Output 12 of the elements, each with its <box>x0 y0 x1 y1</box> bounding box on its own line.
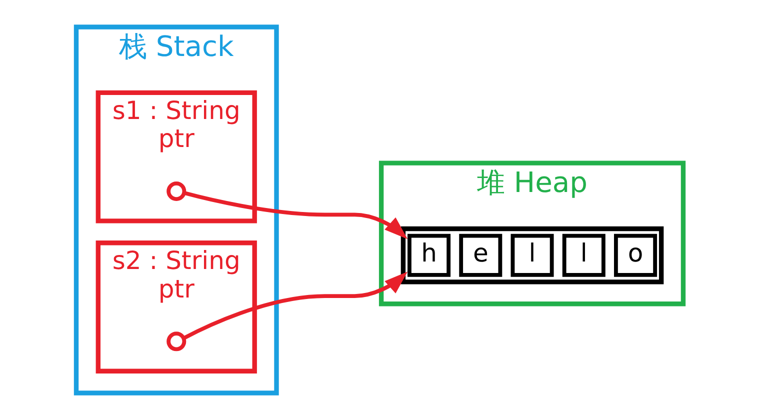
arrow <box>183 272 408 340</box>
cluster: s1 : String ptr <box>96 90 257 224</box>
node-box: h <box>408 234 451 277</box>
cluster: s2 : String ptr <box>96 240 257 374</box>
node-circle <box>166 332 186 352</box>
node-box: l <box>510 234 554 277</box>
node-box: l <box>562 234 606 277</box>
node-circle <box>166 181 186 201</box>
arrow <box>184 191 408 240</box>
node-box: e <box>459 234 502 277</box>
node-box: o <box>614 234 658 277</box>
cluster <box>400 226 664 284</box>
